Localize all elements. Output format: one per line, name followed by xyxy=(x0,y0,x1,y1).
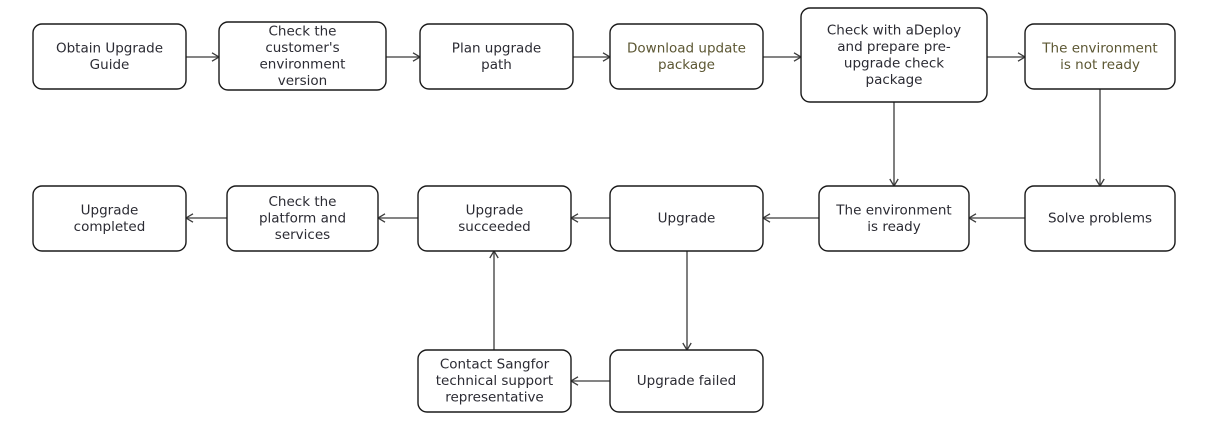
node-label-upgrade-succeeded: succeeded xyxy=(458,219,531,235)
edge-not-ready-to-solve-problems xyxy=(1095,89,1105,188)
node-label-check-platform-and-services: services xyxy=(275,227,330,243)
node-label-contact-sangfor-technical-support: Contact Sangfor xyxy=(440,357,550,373)
node-label-check-platform-and-services: Check the xyxy=(269,194,337,210)
edge-upgrade-to-upgrade-succeeded xyxy=(569,213,610,223)
node-label-check-with-adeploy-prepare-package: and prepare pre- xyxy=(837,39,951,55)
node-label-contact-sangfor-technical-support: technical support xyxy=(436,373,553,389)
node-label-environment-ready: is ready xyxy=(867,219,920,235)
node-label-obtain-upgrade-guide: Guide xyxy=(90,57,130,73)
node-label-check-with-adeploy-prepare-package: upgrade check xyxy=(844,55,944,71)
node-label-environment-not-ready: The environment xyxy=(1041,40,1157,56)
node-label-obtain-upgrade-guide: Obtain Upgrade xyxy=(56,40,163,56)
node-label-upgrade-completed: Upgrade xyxy=(81,202,139,218)
node-solve-problems[interactable]: Solve problems xyxy=(1024,185,1176,252)
node-label-environment-ready: The environment xyxy=(835,202,951,218)
edge-check-adeploy-to-not-ready xyxy=(987,52,1027,62)
edge-obtain-guide-to-check-version xyxy=(186,52,221,62)
node-label-upgrade-succeeded: Upgrade xyxy=(466,202,524,218)
edge-upgrade-succeeded-to-check-platform xyxy=(376,213,418,223)
node-label-check-platform-and-services: platform and xyxy=(259,211,346,227)
node-label-check-with-adeploy-prepare-package: package xyxy=(866,72,923,88)
node-label-contact-sangfor-technical-support: representative xyxy=(445,390,544,406)
node-label-download-update-package: Download update xyxy=(627,40,746,56)
node-label-environment-not-ready: is not ready xyxy=(1060,57,1140,73)
edge-download-package-to-check-adeploy xyxy=(763,52,803,62)
node-label-check-with-adeploy-prepare-package: Check with aDeploy xyxy=(827,22,961,38)
node-label-solve-problems: Solve problems xyxy=(1048,211,1152,227)
edge-environment-ready-to-upgrade xyxy=(761,213,819,223)
edge-upgrade-to-upgrade-failed xyxy=(682,251,692,352)
node-label-upgrade-completed: completed xyxy=(74,219,146,235)
node-label-upgrade: Upgrade xyxy=(658,211,716,227)
node-label-check-customer-environment-version: Check the xyxy=(269,23,337,39)
node-label-plan-upgrade-path: path xyxy=(481,57,512,73)
edge-contact-sangfor-to-upgrade-succeeded xyxy=(489,249,499,350)
node-label-upgrade-failed: Upgrade failed xyxy=(637,373,736,389)
node-upgrade-failed[interactable]: Upgrade failed xyxy=(609,349,764,413)
node-label-plan-upgrade-path: Plan upgrade xyxy=(452,40,541,56)
edge-check-version-to-plan-path xyxy=(386,52,422,62)
edge-check-platform-to-upgrade-completed xyxy=(184,213,227,223)
node-label-check-customer-environment-version: customer's xyxy=(265,40,339,56)
node-upgrade[interactable]: Upgrade xyxy=(609,185,764,252)
node-label-check-customer-environment-version: version xyxy=(278,73,327,89)
edge-solve-problems-to-environment-ready xyxy=(967,213,1025,223)
node-label-download-update-package: package xyxy=(658,57,715,73)
edge-plan-path-to-download-package xyxy=(573,52,612,62)
edge-layer xyxy=(184,52,1105,386)
edge-upgrade-failed-to-contact-sangfor xyxy=(569,376,610,386)
edge-check-adeploy-to-environment-ready xyxy=(889,102,899,188)
node-label-check-customer-environment-version: environment xyxy=(260,56,346,72)
